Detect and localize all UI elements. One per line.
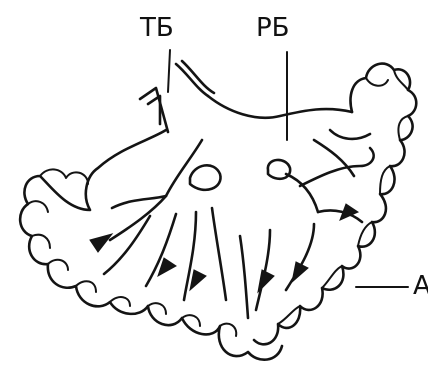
right-lobe-outline xyxy=(254,64,416,345)
left-lobe-outline xyxy=(20,130,282,360)
left-inner-ducts xyxy=(90,140,226,300)
label-rb: РБ xyxy=(256,13,290,43)
leader-line-tb xyxy=(168,50,170,92)
right-hilum-loop xyxy=(268,160,290,179)
right-inner-ducts xyxy=(240,130,374,318)
right-lobe-scallops xyxy=(278,70,408,324)
left-vessel-stub xyxy=(140,88,168,132)
upper-duct-pair xyxy=(176,61,214,96)
left-hilum-loop xyxy=(190,165,221,190)
connecting-vessel xyxy=(208,96,352,118)
label-a: А xyxy=(413,271,428,301)
label-tb: ТБ xyxy=(139,13,174,43)
